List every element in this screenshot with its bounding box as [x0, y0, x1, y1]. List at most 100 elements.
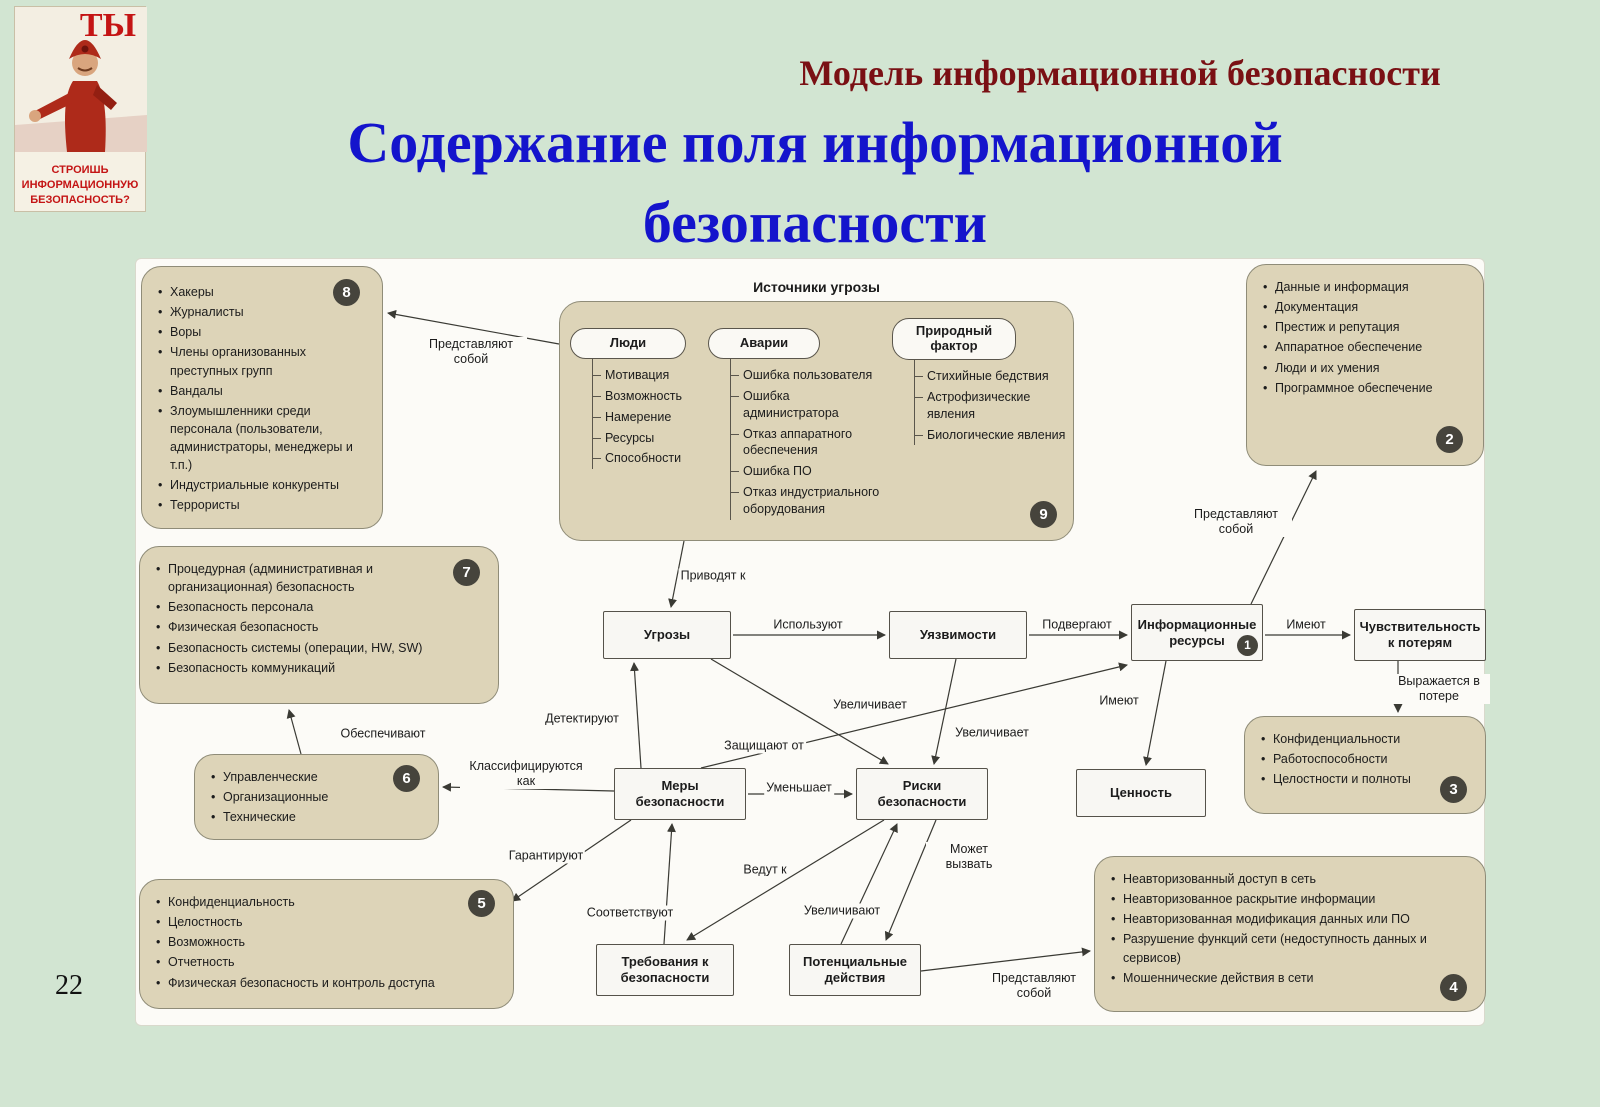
list-item: Журналисты — [156, 303, 368, 321]
list-item: Программное обеспечение — [1261, 379, 1469, 397]
list-item: Безопасность системы (операции, HW, SW) — [154, 639, 450, 657]
list-item: Данные и информация — [1261, 278, 1469, 296]
list-item: Технические — [209, 808, 390, 826]
list-item: Отчетность — [154, 953, 469, 971]
protected-assets-box: 2 Данные и информацияДокументацияПрестиж… — [1246, 264, 1484, 466]
potential-actions-list: Неавторизованный доступ в сетьНеавторизо… — [1109, 870, 1471, 987]
potential-actions-examples-box: 4 Неавторизованный доступ в сетьНеавтори… — [1094, 856, 1486, 1012]
list-item: Престиж и репутация — [1261, 318, 1469, 336]
security-domains-box: 7 Процедурная (административная и органи… — [139, 546, 499, 704]
badge-6: 6 — [393, 765, 420, 792]
edge-label-detect: Детектируют — [543, 711, 621, 727]
list-item: Неавторизованное раскрытие информации — [1109, 890, 1471, 908]
poster-caption-line: ИНФОРМАЦИОННУЮ — [21, 179, 139, 192]
list-item: Члены организованных преступных групп — [156, 343, 368, 379]
node-security-measures: Меры безопасности — [614, 768, 746, 820]
edge-label-increase-threats: Увеличивает — [831, 697, 909, 713]
edge-label-lead-to: Приводят к — [678, 568, 748, 584]
protected-assets-list: Данные и информацияДокументацияПрестиж и… — [1261, 278, 1469, 397]
poster-you-text: ТЫ — [79, 7, 136, 44]
list-item: Намерение — [593, 407, 700, 428]
edge-label-protect-from: Защищают от — [722, 738, 806, 754]
list-item: Способности — [593, 448, 700, 469]
list-item: Возможность — [154, 933, 469, 951]
list-item: Мотивация — [593, 365, 700, 386]
edge-label-comply: Соответствуют — [584, 905, 676, 921]
list-item: Вандалы — [156, 382, 368, 400]
list-item: Злоумышленники среди персонала (пользова… — [156, 402, 368, 475]
list-item: Мошеннические действия в сети — [1109, 969, 1471, 987]
title-line-1: Содержание поля информационной — [347, 110, 1283, 175]
badge-1: 1 — [1237, 635, 1258, 656]
edge-label-have-value: Имеют — [1097, 693, 1141, 709]
page-title: Содержание поля информационной безопасно… — [150, 103, 1480, 263]
node-loss-sensitivity: Чувствительность к потерям — [1354, 609, 1486, 661]
arrow-risks-to-requirements — [686, 819, 885, 941]
edge-label-use: Используют — [771, 617, 845, 633]
list-item: Разрушение функций сети (недоступность д… — [1109, 930, 1471, 966]
edge-label-represent-resources: Представляют собой — [1180, 507, 1292, 537]
node-potential-actions: Потенциальные действия — [789, 944, 921, 996]
list-item: Ошибка администратора — [731, 386, 888, 424]
edge-label-increase-actions: Увеличивают — [801, 903, 883, 919]
list-item: Организационные — [209, 788, 390, 806]
poster-caption-line: СТРОИШЬ — [51, 164, 109, 177]
arrow-measures-to-threats — [630, 662, 642, 769]
arrow-resources-to-assets — [1250, 470, 1317, 605]
threat-sources-title: Источники угрозы — [753, 279, 880, 295]
list-item: Процедурная (административная и организа… — [154, 560, 450, 596]
list-item: Безопасность коммуникаций — [154, 659, 450, 677]
badge-2: 2 — [1436, 426, 1463, 453]
measure-classes-list: УправленческиеОрганизационныеТехнические — [209, 768, 390, 827]
security-domains-list: Процедурная (административная и организа… — [154, 560, 450, 677]
arrow-risks-to-actions — [884, 819, 937, 941]
edge-label-may-cause: Может вызвать — [926, 842, 1012, 872]
list-item: Физическая безопасность — [154, 618, 450, 636]
accidents-pill: Аварии — [708, 328, 820, 359]
list-item: Неавторизованная модификация данных или … — [1109, 910, 1471, 928]
badge-7: 7 — [453, 559, 480, 586]
list-item: Воры — [156, 323, 368, 341]
list-item: Отказ индустриального оборудования — [731, 482, 888, 520]
list-item: Документация — [1261, 298, 1469, 316]
node-vulnerabilities: Уязвимости — [889, 611, 1027, 659]
badge-5: 5 — [468, 890, 495, 917]
list-item: Астрофизические явления — [915, 387, 1066, 425]
slide-subtitle: Модель информационной безопасности — [799, 53, 1441, 93]
threat-actors-list: ХакерыЖурналистыВорыЧлены организованных… — [156, 283, 368, 515]
edge-label-expressed-in-loss: Выражается в потере — [1388, 674, 1490, 704]
edge-label-guarantee: Гарантируют — [506, 848, 586, 864]
list-item: Конфиденциальность — [154, 893, 469, 911]
list-item: Террористы — [156, 496, 368, 514]
edge-label-expose: Подвергают — [1040, 617, 1114, 633]
list-item: Ошибка ПО — [731, 461, 888, 482]
poster-caption-line: БЕЗОПАСНОСТЬ? — [30, 194, 130, 207]
list-item: Конфиденциальности — [1259, 730, 1471, 748]
propaganda-poster: ТЫ СТРОИШЬ ИНФОРМАЦИОННУЮ БЕЗОПАСНОСТЬ? — [14, 6, 147, 212]
list-item: Физическая безопасность и контроль досту… — [154, 974, 469, 992]
list-item: Индустриальные конкуренты — [156, 476, 368, 494]
node-security-requirements: Требования к безопасности — [596, 944, 734, 996]
edge-label-classified-as: Классифицируются как — [460, 759, 592, 789]
node-security-risks: Риски безопасности — [856, 768, 988, 820]
guarantees-list: КонфиденциальностьЦелостностьВозможность… — [154, 893, 469, 992]
edge-label-provide: Обеспечивают — [338, 726, 428, 742]
arrow-requirements-to-measures — [663, 823, 676, 945]
measure-classes-box: 6 УправленческиеОрганизационныеТехническ… — [194, 754, 439, 841]
list-item: Стихийные бедствия — [915, 366, 1066, 387]
arrow-classes-to-security — [286, 709, 302, 755]
people-pill: Люди — [570, 328, 686, 359]
list-item: Аппаратное обеспечение — [1261, 338, 1469, 356]
list-item: Целостность — [154, 913, 469, 931]
loss-types-box: 3 КонфиденциальностиРаботоспособностиЦел… — [1244, 716, 1486, 814]
arrow-resources-to-value — [1143, 660, 1167, 766]
edge-label-lead-to-requirements: Ведут к — [741, 862, 789, 878]
natural-factor-pill: Природный фактор — [892, 318, 1016, 360]
edge-label-represent-sources: Представляют собой — [415, 337, 527, 367]
list-item: Ошибка пользователя — [731, 365, 888, 386]
